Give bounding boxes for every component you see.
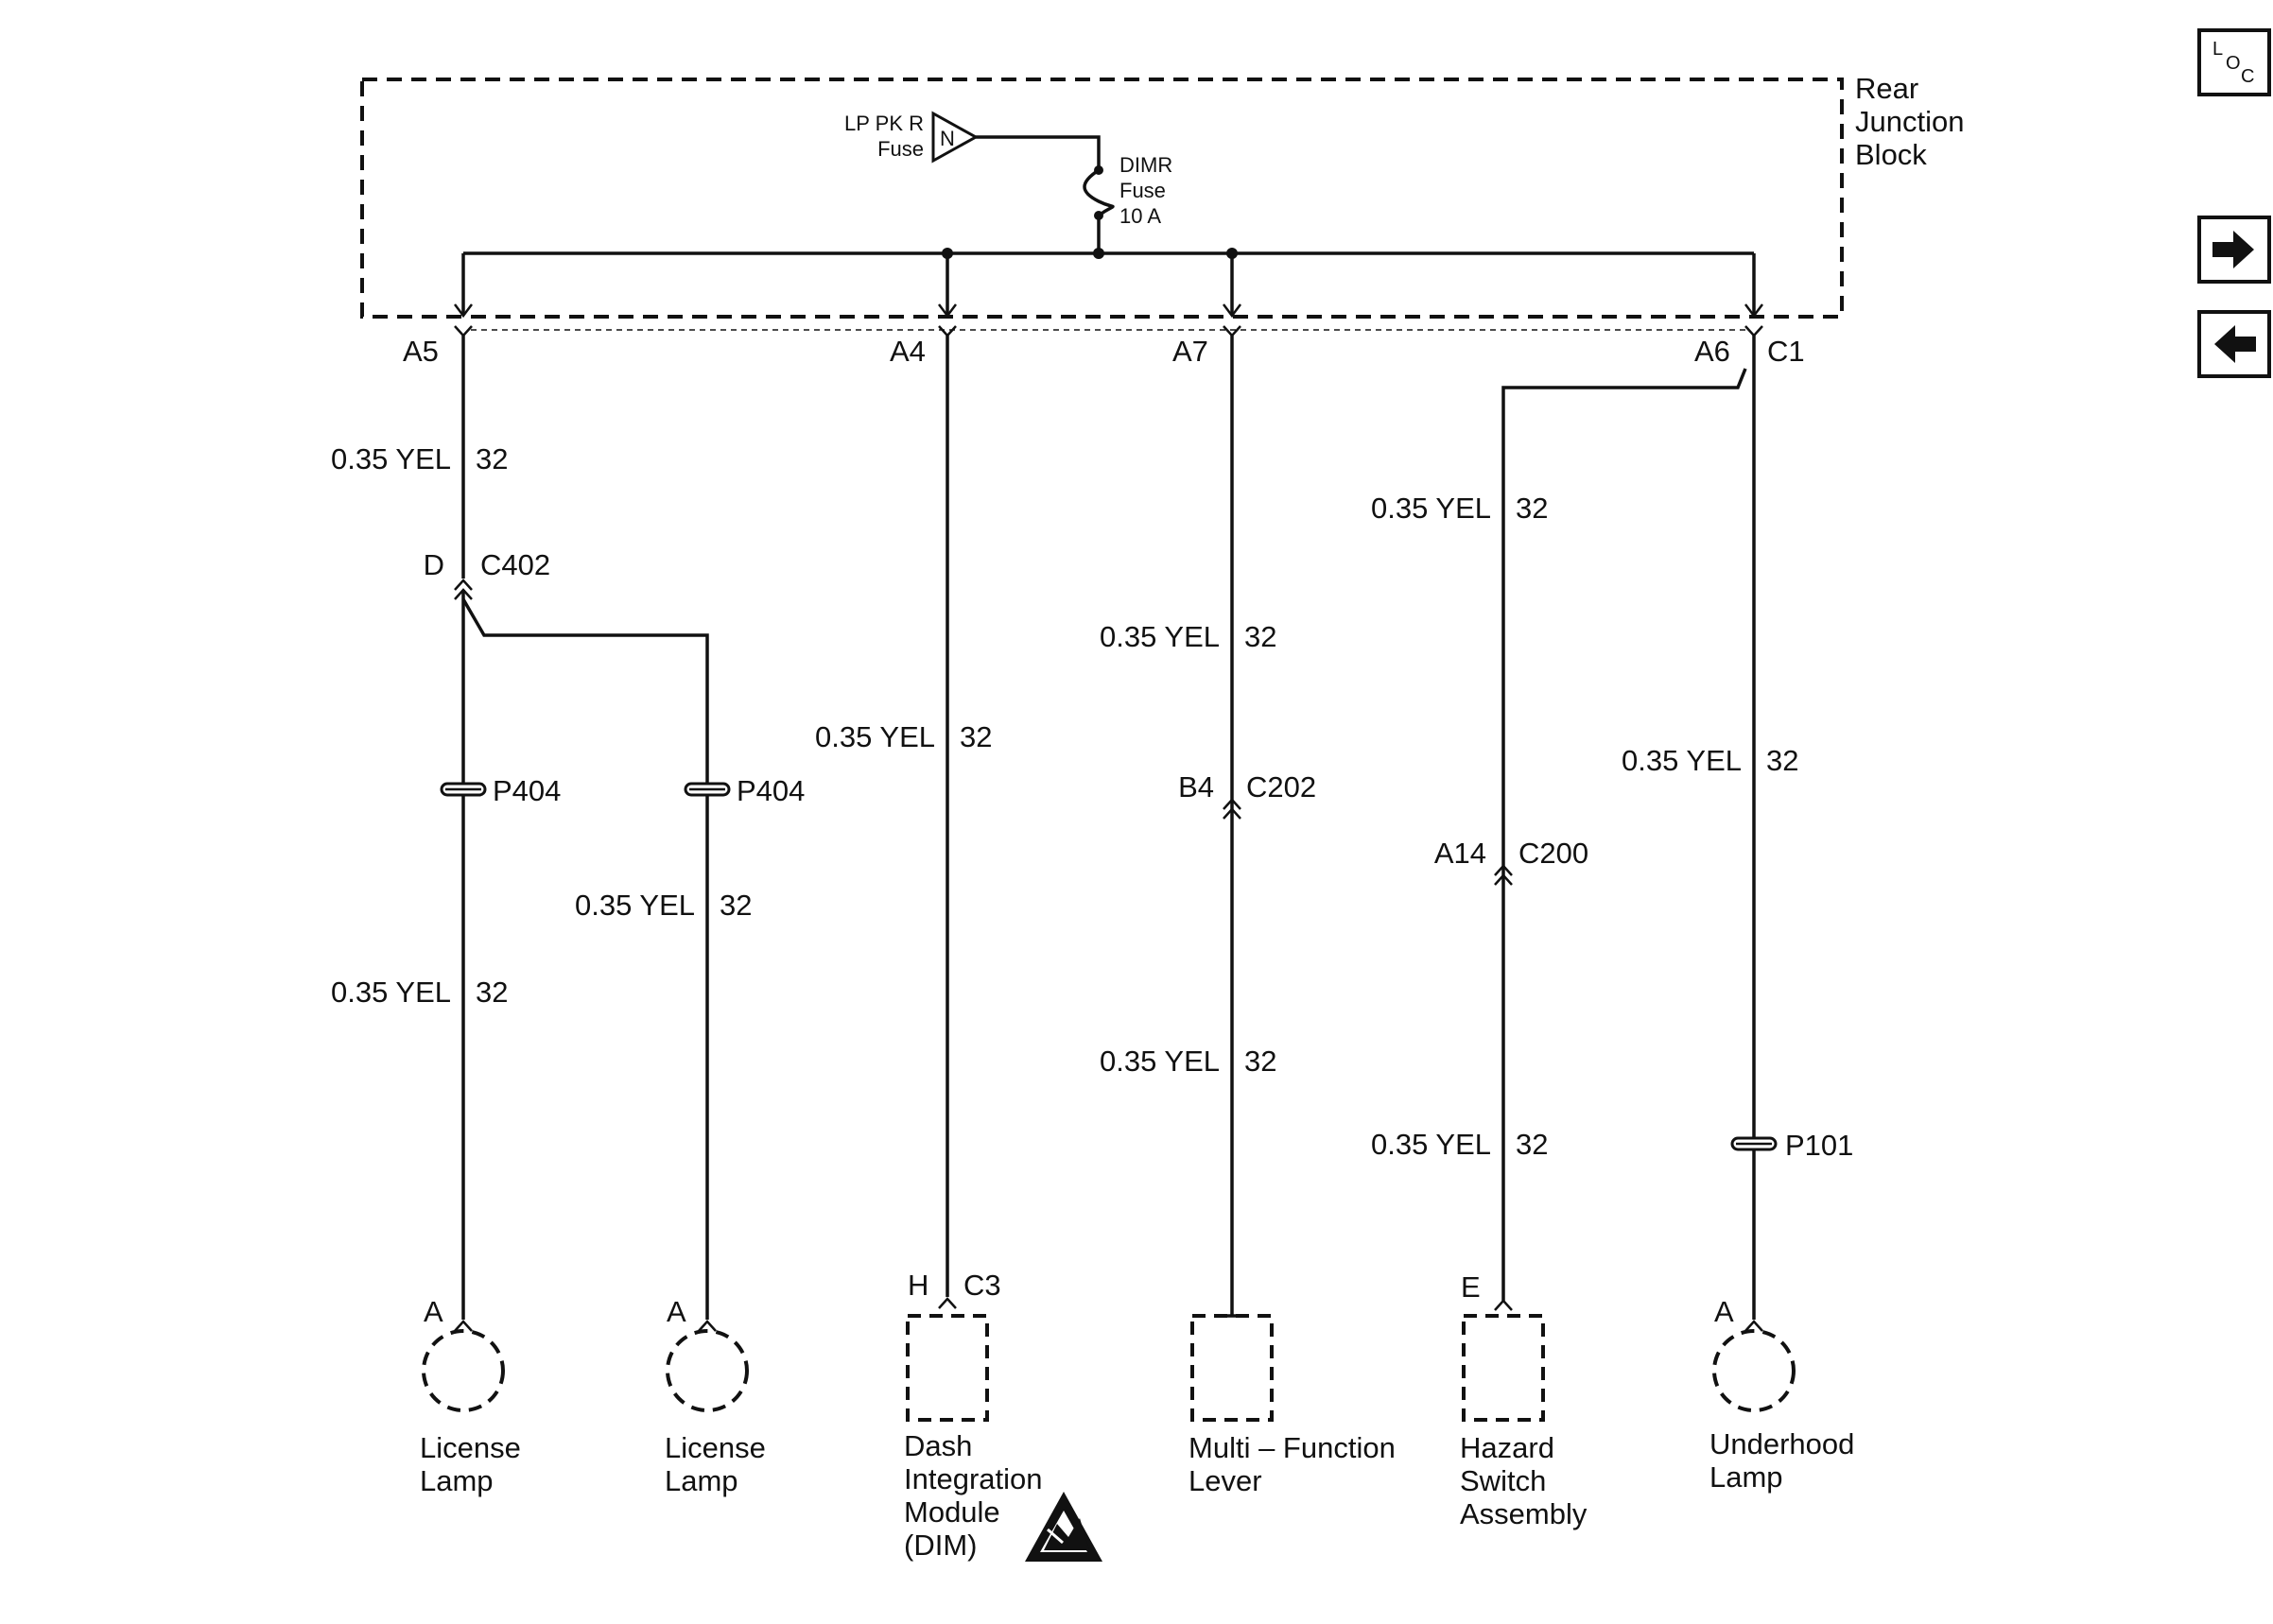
underhood-label-1: Underhood <box>1709 1427 1854 1460</box>
license-lamp-2-label-2: Lamp <box>665 1464 738 1497</box>
wire-spec: 0.35 YEL <box>1371 492 1491 525</box>
esd-warning-icon <box>1025 1492 1102 1562</box>
fuse-source-symbol: N <box>940 127 955 150</box>
lp-pk-r-fuse-label-2: Fuse <box>877 137 924 161</box>
wire-spec: 0.35 YEL <box>1371 1128 1491 1161</box>
c202-label: C202 <box>1246 770 1316 803</box>
license-lamp-1-label-2: Lamp <box>420 1464 494 1497</box>
license-lamp-2-pin: A <box>667 1295 686 1328</box>
lp-pk-r-fuse-label-1: LP PK R <box>844 112 924 135</box>
mfl-label-1: Multi – Function <box>1189 1431 1396 1464</box>
license-lamp-1 <box>422 1329 505 1412</box>
c402-label: C402 <box>480 548 550 581</box>
c200-pin: A14 <box>1434 837 1486 870</box>
c200-label: C200 <box>1518 837 1588 870</box>
multi-function-lever <box>1190 1314 1274 1422</box>
license-lamp-2-label-1: License <box>665 1431 766 1464</box>
dimr-fuse-label-2: Fuse <box>1119 179 1166 202</box>
p404-label-2: P404 <box>737 774 805 807</box>
underhood-lamp-pin: A <box>1714 1295 1734 1328</box>
license-lamp-1-label-1: License <box>420 1431 521 1464</box>
wire-circuit: 32 <box>476 442 508 475</box>
dim-label-1: Dash <box>904 1429 972 1462</box>
license-lamp-2 <box>666 1329 749 1412</box>
p101-label: P101 <box>1785 1129 1853 1162</box>
hazard-switch-assembly <box>1462 1314 1545 1422</box>
arrow-right-icon <box>2212 231 2254 268</box>
license-lamp-1-pin: A <box>424 1295 443 1328</box>
previous-page-button[interactable] <box>2197 310 2271 378</box>
terminal-a6: A6 <box>1694 335 1730 368</box>
circuit-hazard-switch: 0.35 YEL 32 A14 C200 0.35 YEL 32 E Hazar… <box>1371 368 1747 1530</box>
loc-l: L <box>2212 39 2223 60</box>
terminal-c1: C1 <box>1767 335 1805 368</box>
wire-circuit: 32 <box>1766 744 1798 777</box>
next-page-button[interactable] <box>2197 216 2271 284</box>
circuit-dim: 0.35 YEL 32 H C3 Dash Integration Module… <box>815 336 1102 1562</box>
lp-pk-r-fuse: N LP PK R Fuse <box>844 111 1101 170</box>
dimr-fuse: DIMR Fuse 10 A <box>1083 153 1172 253</box>
underhood-label-2: Lamp <box>1709 1460 1783 1494</box>
wire-spec: 0.35 YEL <box>1100 620 1220 653</box>
hazard-label-2: Switch <box>1460 1464 1546 1497</box>
wire-circuit: 32 <box>1516 1128 1548 1161</box>
wire-spec: 0.35 YEL <box>575 889 695 922</box>
dimr-fuse-label-3: 10 A <box>1119 204 1161 228</box>
dimr-fuse-label-1: DIMR <box>1119 153 1172 177</box>
circuit-license-lamp-1: 0.35 YEL 32 D C402 P404 0.35 YEL 32 A Li… <box>331 336 709 1497</box>
wire-spec: 0.35 YEL <box>1622 744 1742 777</box>
location-button[interactable]: L O C <box>2197 28 2271 96</box>
rear-junction-block: Rear Junction Block <box>360 72 1964 319</box>
wire-circuit: 32 <box>1244 620 1276 653</box>
wire-spec: 0.35 YEL <box>815 720 935 753</box>
c3-label: C3 <box>963 1269 1001 1302</box>
hazard-pin: E <box>1461 1270 1481 1304</box>
wire-spec: 0.35 YEL <box>331 976 451 1009</box>
wire-spec: 0.35 YEL <box>1100 1045 1220 1078</box>
hazard-label-1: Hazard <box>1460 1431 1554 1464</box>
junction-connector: A5 A4 A7 A6 C1 <box>403 325 1805 368</box>
c402-pin: D <box>424 548 444 581</box>
p404-label-1: P404 <box>493 774 561 807</box>
loc-o: O <box>2226 53 2241 74</box>
wire-circuit: 32 <box>960 720 992 753</box>
dim-label-2: Integration <box>904 1462 1043 1495</box>
dim-module <box>906 1314 989 1422</box>
dim-label-4: (DIM) <box>904 1529 977 1562</box>
hazard-label-3: Assembly <box>1460 1497 1588 1530</box>
terminal-a5: A5 <box>403 335 439 368</box>
junction-block-label-1: Rear <box>1855 72 1918 105</box>
circuit-license-lamp-2: P404 0.35 YEL 32 A License Lamp <box>575 774 805 1497</box>
c3-pin: H <box>908 1269 928 1302</box>
wire-spec: 0.35 YEL <box>331 442 451 475</box>
wire-circuit: 32 <box>1516 492 1548 525</box>
terminal-a7: A7 <box>1172 335 1208 368</box>
wire-circuit: 32 <box>720 889 752 922</box>
wire-circuit: 32 <box>1244 1045 1276 1078</box>
wire-circuit: 32 <box>476 976 508 1009</box>
circuit-underhood-lamp: 0.35 YEL 32 P101 A Underhood Lamp <box>1622 336 1854 1494</box>
junction-block-label-2: Junction <box>1855 105 1964 138</box>
mfl-label-2: Lever <box>1189 1464 1262 1497</box>
terminal-a4: A4 <box>890 335 926 368</box>
underhood-lamp <box>1712 1329 1796 1412</box>
circuit-multi-function-lever: 0.35 YEL 32 B4 C202 0.35 YEL 32 Multi – … <box>1100 336 1396 1497</box>
junction-block-label-3: Block <box>1855 138 1927 171</box>
dim-label-3: Module <box>904 1495 1000 1529</box>
c202-pin: B4 <box>1178 770 1214 803</box>
loc-c: C <box>2241 66 2254 87</box>
bus-bar <box>454 248 1763 319</box>
arrow-left-icon <box>2214 325 2256 363</box>
